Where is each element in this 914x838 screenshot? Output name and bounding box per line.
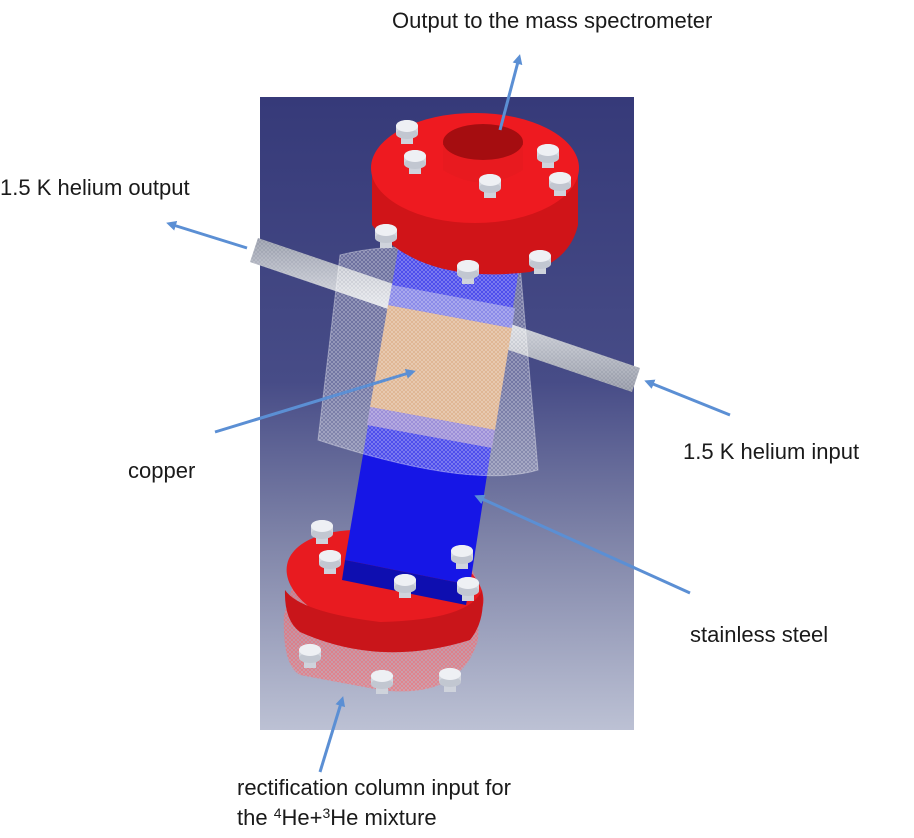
arrow-copper <box>214 368 416 434</box>
label-rectification-line2: the 4He+3He mixture <box>237 803 511 833</box>
label-rectification-line1: rectification column input for <box>237 775 511 800</box>
arrow-rectification-input <box>318 696 346 773</box>
arrow-stainless-steel <box>474 494 691 595</box>
label-rectification-input: rectification column input for the 4He+3… <box>237 773 511 833</box>
superscript-4: 4 <box>273 805 282 821</box>
label-copper: copper <box>128 458 196 483</box>
arrow-helium-input <box>644 379 731 417</box>
label-stainless-steel: stainless steel <box>690 622 829 647</box>
annotation-arrows <box>166 54 731 773</box>
line2-mid: He+ <box>281 805 323 830</box>
line2-prefix: the <box>237 805 274 830</box>
superscript-3: 3 <box>322 805 331 821</box>
line2-suffix: He mixture <box>330 805 437 830</box>
arrow-helium-output <box>166 221 248 250</box>
label-helium-input: 1.5 K helium input <box>683 439 860 464</box>
arrow-mass-spectrometer <box>498 54 523 131</box>
label-output-mass-spectrometer: Output to the mass spectrometer <box>392 8 713 33</box>
label-helium-output: 1.5 K helium output <box>0 175 190 200</box>
transparent-jacket <box>317 246 539 477</box>
top-flange <box>371 113 579 275</box>
